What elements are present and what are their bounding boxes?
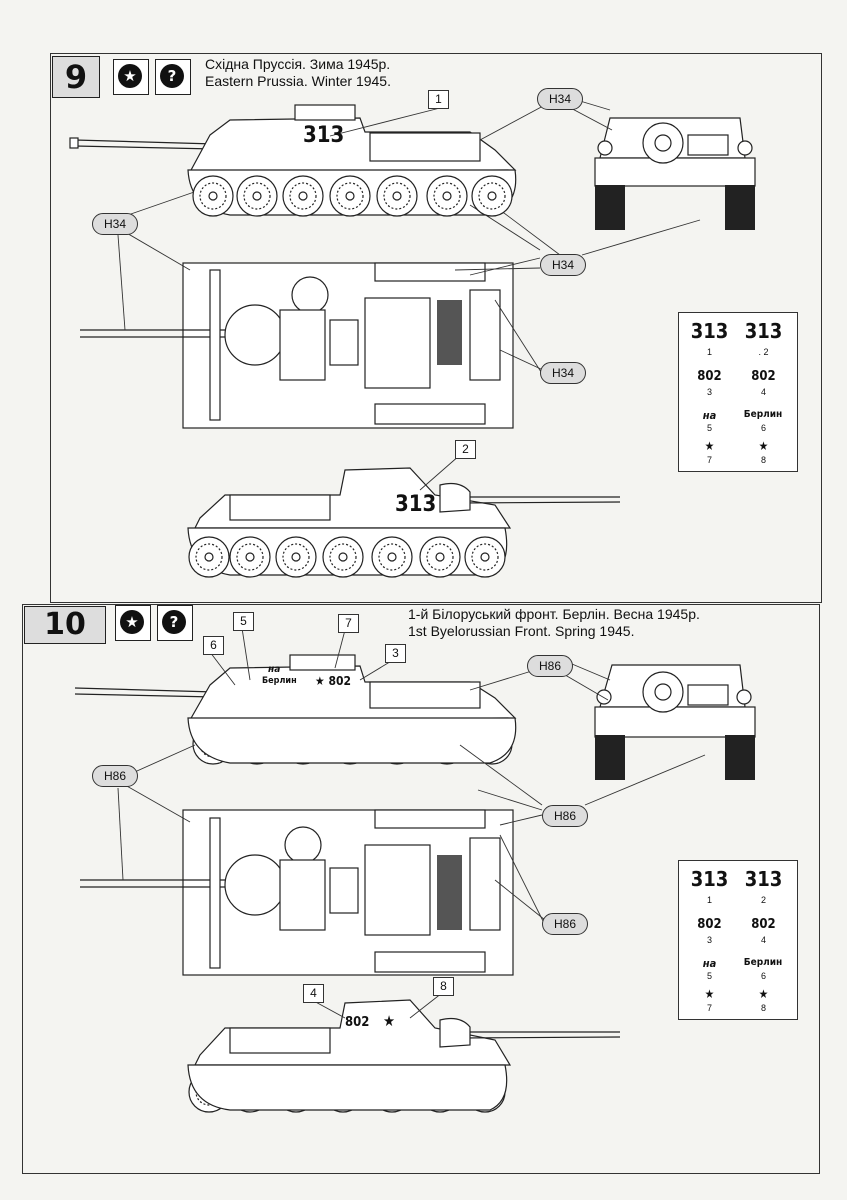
- callout-6: 6: [203, 636, 224, 655]
- hull-marking-berlin: Берлин: [262, 676, 297, 686]
- paint-code-h86-c: H86: [542, 805, 588, 827]
- callout-5: 5: [233, 612, 254, 631]
- hull-marking-na: на: [268, 664, 281, 675]
- hull-marking-313-rear: 313: [395, 492, 437, 517]
- step-10-panel: [22, 604, 820, 1174]
- callout-3: 3: [385, 644, 406, 663]
- paint-code-h34-c: H34: [540, 254, 586, 276]
- decal-sheet-10: 313 1 313 2 802 3 802 4 на 5 Берлин 6 ★ …: [678, 860, 798, 1020]
- tank-side-view-10: [74, 654, 517, 764]
- paint-code-h86-d: H86: [542, 913, 588, 935]
- hull-marking-802-rear: 802: [345, 1015, 370, 1030]
- question-icon: ?: [157, 605, 193, 641]
- step-9-caption-en: Eastern Prussia. Winter 1945.: [205, 73, 391, 89]
- callout-4: 4: [303, 984, 324, 1003]
- tank-front-view-10: [594, 664, 756, 780]
- paint-code-h86-a: H86: [527, 655, 573, 677]
- tank-top-view-10: [80, 809, 514, 976]
- hull-marking-313-side: 313: [303, 123, 345, 148]
- star-icon: ★: [113, 59, 149, 95]
- star-marking-rear: ★: [383, 1012, 396, 1030]
- callout-1: 1: [428, 90, 449, 109]
- step-10-caption-en: 1st Byelorussian Front. Spring 1945.: [408, 623, 635, 639]
- paint-code-h86-b: H86: [92, 765, 138, 787]
- hull-marking-802-side: ★ 802: [315, 674, 351, 688]
- step-9-panel: [50, 53, 822, 603]
- tank-top-view-9: [80, 262, 514, 429]
- paint-code-h34-b: H34: [92, 213, 138, 235]
- step-10-number: 10: [24, 606, 106, 644]
- callout-2: 2: [455, 440, 476, 459]
- step-9-caption-ua: Східна Пруссія. Зима 1945р.: [205, 56, 391, 72]
- callout-8: 8: [433, 977, 454, 996]
- tank-side-view-10b: [187, 999, 621, 1111]
- question-icon: ?: [155, 59, 191, 95]
- star-icon: ★: [115, 605, 151, 641]
- decal-sheet-9: 313 1 313 . 2 802 3 802 4 на 5 Берлин 6 …: [678, 312, 798, 472]
- paint-code-h34-a: H34: [537, 88, 583, 110]
- callout-7: 7: [338, 614, 359, 633]
- paint-code-h34-d: H34: [540, 362, 586, 384]
- tank-front-view-9: [594, 117, 756, 230]
- step-9-number: 9: [52, 56, 100, 98]
- step-10-caption-ua: 1-й Білоруський фронт. Берлін. Весна 194…: [408, 606, 700, 622]
